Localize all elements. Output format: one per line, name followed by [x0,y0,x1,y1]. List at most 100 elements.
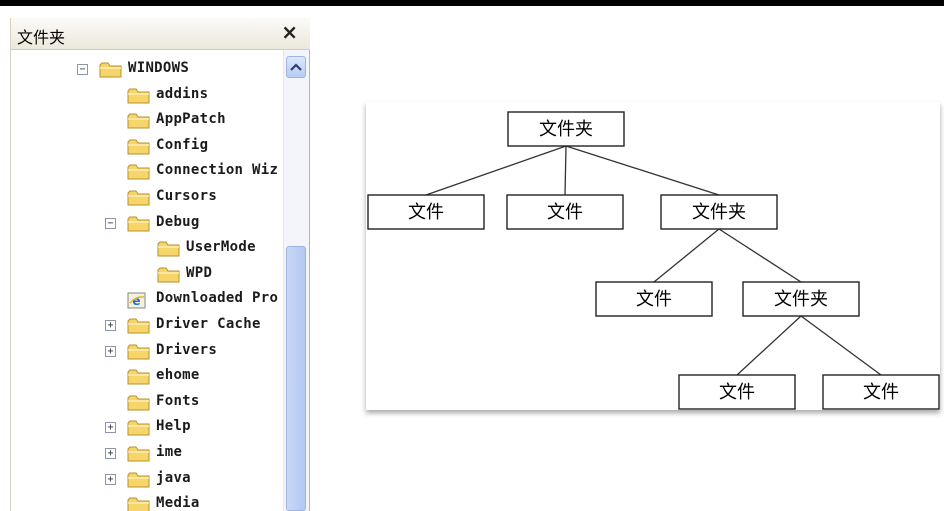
folder-icon [127,216,150,232]
expand-icon[interactable]: + [105,422,116,434]
tree-item-config[interactable]: Config [11,135,281,159]
folder-icon [127,113,150,129]
node-label: 文件 [636,289,672,310]
chevron-up-icon [290,63,302,71]
tree-item-fonts[interactable]: Fonts [11,391,281,415]
node-box [742,281,860,317]
node-file2: 文件 [506,194,624,230]
collapse-icon[interactable]: − [77,64,88,75]
edge-folder3-file5 [800,315,882,376]
tree-item-label: WINDOWS [128,60,190,76]
pane-title: 文件夹 [17,28,66,47]
folder-icon [127,472,150,488]
collapse-icon[interactable]: − [105,217,116,229]
tree-item-label: ime [156,444,183,460]
folder-icon [127,190,150,206]
tree-item-label: java [156,469,191,486]
tree-item-label: Cursors [156,188,218,204]
tree-item-label: addins [156,85,209,102]
node-box [507,111,625,147]
folder-icon [127,369,150,385]
node-label: 文件夹 [774,289,828,310]
tree-item-label: AppPatch [156,111,226,128]
tree-item-label: Debug [156,213,200,230]
edge-root-file1 [425,145,567,196]
node-box [822,374,940,410]
node-file5: 文件 [822,374,940,410]
tree-item-help[interactable]: + Help [11,416,281,440]
node-label: 文件 [863,382,899,403]
folder-structure-diagram: 文件夹文件文件文件夹文件文件夹文件文件 [366,102,940,410]
node-root: 文件夹 [507,111,625,147]
tree-item-windows[interactable]: − WINDOWS [11,58,281,82]
svg-text:e: e [132,294,140,308]
expand-icon[interactable]: + [105,345,116,357]
tree-item-driver-cache[interactable]: + Driver Cache [11,314,281,338]
tree-item-label: Drivers [156,341,218,358]
tree-item-label: Media [156,495,200,511]
node-label: 文件 [408,202,444,223]
folder-icon [127,446,150,462]
node-file4: 文件 [678,374,796,410]
node-label: 文件夹 [539,119,593,140]
pane-header: 文件夹 × [11,18,310,50]
node-file1: 文件 [367,194,485,230]
tree-item-label: Config [156,136,209,153]
folder-icon [127,395,150,411]
node-label: 文件夹 [692,202,746,223]
edge-root-folder2 [565,145,720,196]
tree-item-label: Help [156,418,191,435]
tree-item-label: Driver Cache [156,316,261,332]
tree-item-drivers[interactable]: + Drivers [11,340,281,364]
tree-item-addins[interactable]: addins [11,84,281,108]
tree-item-ime[interactable]: + ime [11,442,281,466]
ie-folder-icon: e [127,292,146,309]
tree-item-label: Fonts [156,392,200,409]
folder-icon [127,318,150,334]
node-label: 文件 [547,202,583,223]
expand-icon[interactable]: + [105,320,116,331]
close-pane-button[interactable]: × [281,20,298,44]
edge-folder3-file4 [736,315,802,376]
expand-icon[interactable]: + [105,473,116,485]
tree-item-java[interactable]: + java [11,468,281,492]
node-box [595,281,713,317]
folder-icon [127,497,150,511]
tree-item-label: UserMode [186,239,256,256]
node-box [506,194,624,230]
node-box [367,194,485,230]
tree-item-label: Downloaded Pro [156,290,279,307]
expand-icon[interactable]: + [105,448,116,459]
tree-item-label: WPD [186,264,213,281]
tree-item-media[interactable]: Media [11,493,281,511]
tree-item-label: Connection Wiz [156,162,279,179]
diagram-svg: 文件夹文件文件文件夹文件文件夹文件文件 [367,111,940,410]
tree-item-apppatch[interactable]: AppPatch [11,109,281,133]
node-box [660,194,778,230]
node-file3: 文件 [595,281,713,317]
tree-item-ehome[interactable]: ehome [11,365,281,389]
folder-icon [127,88,150,104]
folder-icon [157,267,180,283]
node-folder2: 文件夹 [660,194,778,230]
tree-item-usermode[interactable]: UserMode [11,237,281,261]
edge-folder2-file3 [653,228,720,283]
tree-item-connection-wiz[interactable]: Connection Wiz [11,160,281,184]
folder-icon [127,164,150,180]
scroll-thumb[interactable] [286,246,306,511]
scroll-up-button[interactable] [286,56,306,78]
edge-folder2-folder3 [718,228,802,283]
tree-item-debug[interactable]: − Debug [11,212,281,236]
folder-icon [127,344,150,360]
tree-item-cursors[interactable]: Cursors [11,186,281,210]
folder-icon [127,420,150,436]
node-label: 文件 [719,382,755,403]
node-box [678,374,796,410]
vertical-scrollbar[interactable] [283,50,309,511]
tree-item-downloaded-pro[interactable]: e Downloaded Pro [11,288,281,312]
tree-item-label: ehome [156,367,200,384]
tree-item-wpd[interactable]: WPD [11,263,281,287]
